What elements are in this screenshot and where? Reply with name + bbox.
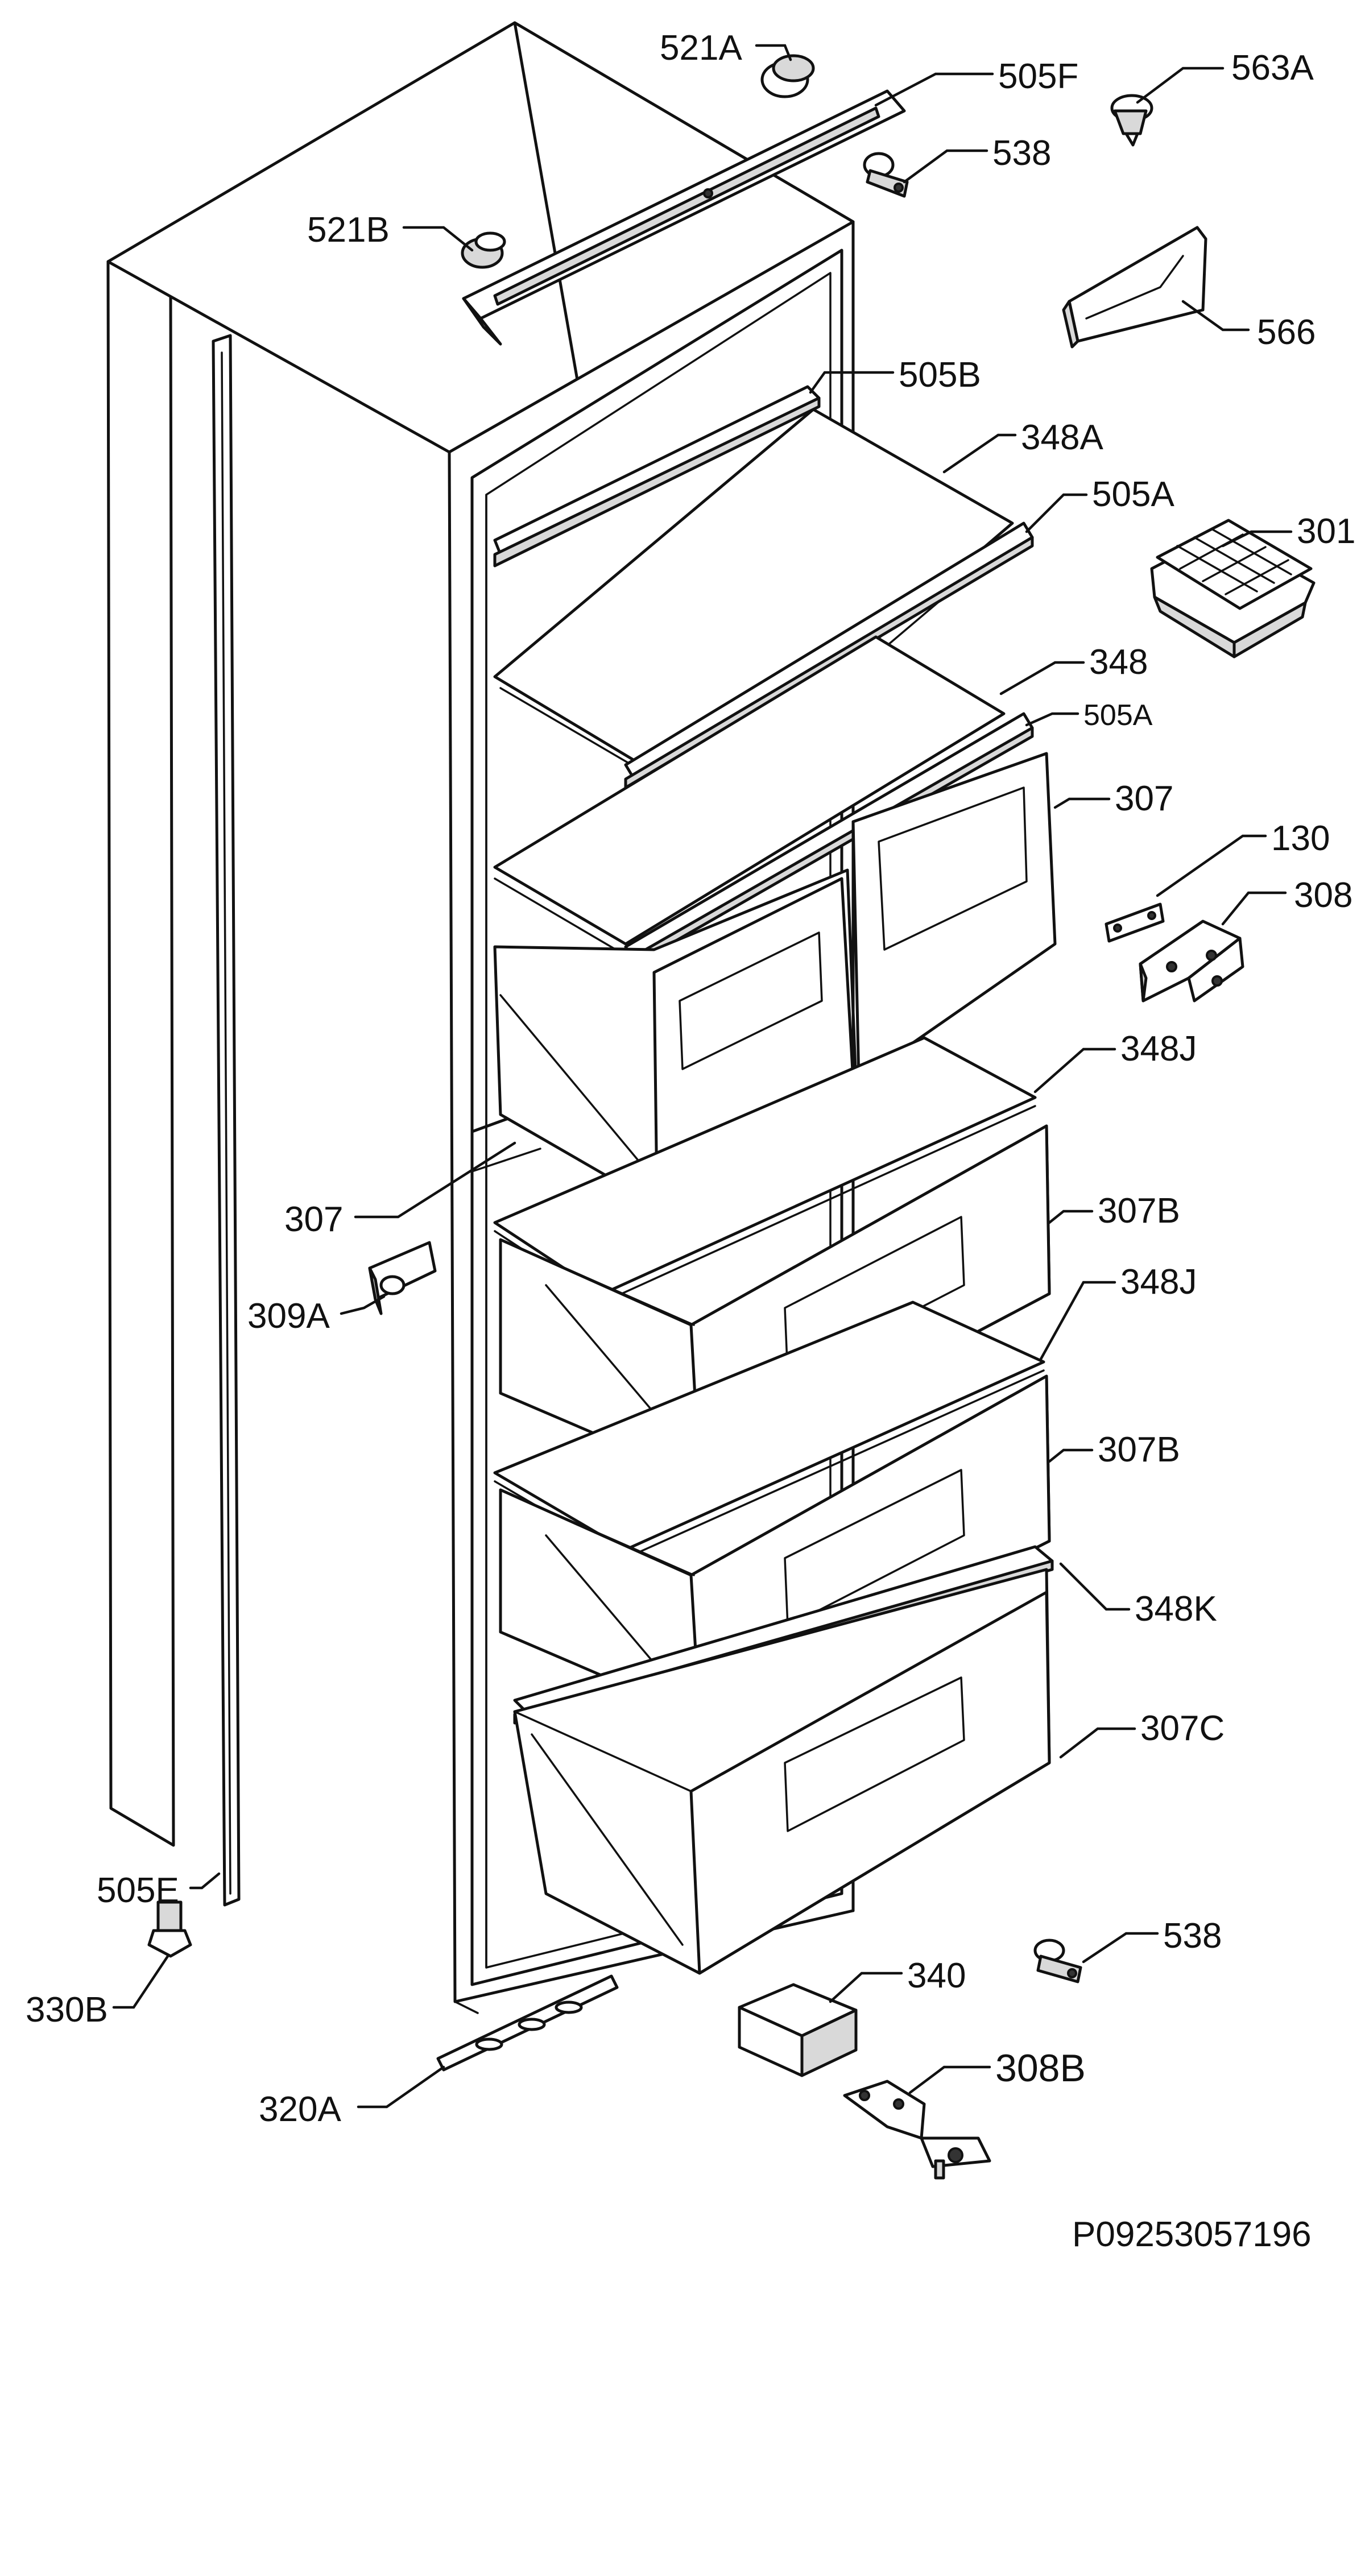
- label-563A: 563A: [1231, 48, 1314, 88]
- part-labels: 521A 505F 563A 538 521B 566 505B 348A 50…: [26, 28, 1355, 2254]
- label-130: 130: [1271, 819, 1330, 858]
- label-307-left: 307: [284, 1200, 343, 1239]
- part-308-hinge: [1139, 920, 1244, 1003]
- label-320A: 320A: [259, 2090, 341, 2129]
- label-538-top: 538: [992, 134, 1051, 173]
- label-348J-upper: 348J: [1120, 1029, 1197, 1068]
- part-330B-foot: [147, 1900, 192, 1958]
- label-307C: 307C: [1140, 1709, 1225, 1748]
- top-hinge-bar: [461, 54, 906, 346]
- leader-lines: [112, 44, 1293, 2109]
- label-505B: 505B: [899, 355, 981, 395]
- label-348K: 348K: [1135, 1589, 1217, 1629]
- label-505A-upper: 505A: [1092, 475, 1174, 514]
- part-309A-latch: [368, 1241, 437, 1315]
- label-348: 348: [1089, 643, 1148, 682]
- label-521B: 521B: [307, 210, 390, 250]
- label-340: 340: [907, 1956, 966, 1995]
- label-330B: 330B: [26, 1990, 108, 2030]
- reference-code: P09253057196: [1072, 2215, 1312, 2254]
- label-307-drawer: 307: [1115, 779, 1173, 818]
- part-340-block: [738, 1983, 858, 2077]
- label-301: 301: [1297, 512, 1355, 551]
- part-538-bracket-top: [863, 152, 909, 198]
- label-348J-lower: 348J: [1120, 1262, 1197, 1302]
- drawer-307C: [513, 1568, 1051, 1975]
- label-566: 566: [1257, 313, 1316, 352]
- part-538-bracket-bottom: [1033, 1939, 1082, 1983]
- label-505F: 505F: [998, 57, 1078, 96]
- label-307B-lower: 307B: [1098, 1430, 1180, 1469]
- label-307B-upper: 307B: [1098, 1191, 1180, 1231]
- label-308: 308: [1294, 876, 1352, 915]
- shelf-348A: [493, 385, 1034, 806]
- part-301-ice-tray: [1150, 519, 1316, 659]
- label-348A: 348A: [1021, 418, 1103, 457]
- part-308B-hinge: [843, 2080, 991, 2180]
- part-320A-rail: [436, 1974, 619, 2072]
- part-566-clip: [1062, 226, 1207, 349]
- shelf-348: [493, 635, 1034, 971]
- label-309A: 309A: [247, 1297, 330, 1336]
- label-521A: 521A: [660, 28, 742, 68]
- label-505E: 505E: [97, 1871, 179, 1910]
- label-538-bottom: 538: [1163, 1916, 1222, 1956]
- label-308B: 308B: [995, 2047, 1086, 2090]
- part-130-plate: [1105, 902, 1165, 943]
- label-505A-lower: 505A: [1083, 699, 1153, 732]
- part-563A-knob: [1110, 94, 1153, 147]
